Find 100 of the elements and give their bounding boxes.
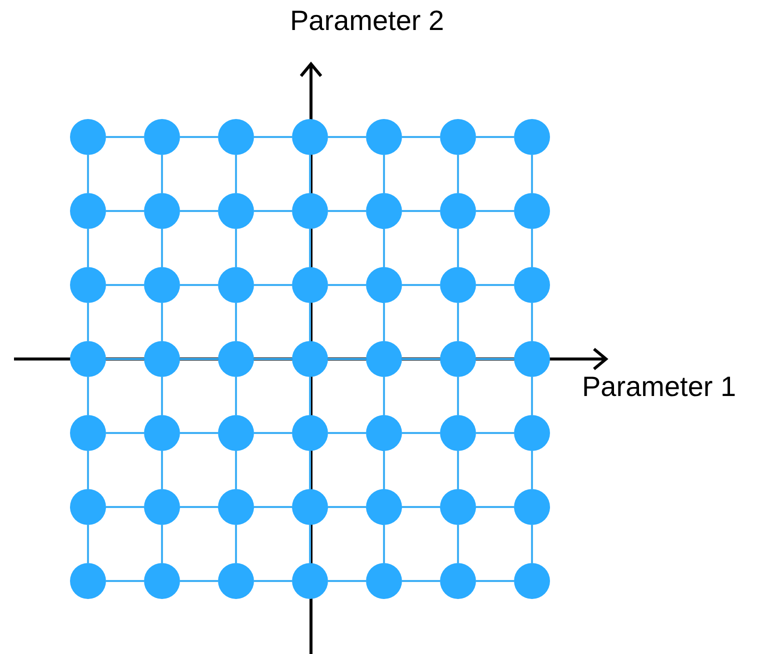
grid-line <box>254 432 292 434</box>
grid-point-circle <box>144 563 180 599</box>
grid-line <box>328 580 366 582</box>
grid-line <box>328 136 366 138</box>
grid-line <box>328 210 366 212</box>
grid-line <box>106 432 144 434</box>
grid-point-circle <box>366 193 402 229</box>
grid-point-circle <box>218 193 254 229</box>
grid-point-circle <box>292 415 328 451</box>
grid-point-circle <box>514 193 550 229</box>
grid-line <box>309 229 311 267</box>
grid-point-circle <box>514 415 550 451</box>
grid-line <box>457 451 459 489</box>
grid-line <box>402 432 440 434</box>
grid-point-circle <box>292 563 328 599</box>
grid-point-circle <box>218 563 254 599</box>
grid-line <box>161 303 163 341</box>
grid-point-circle <box>292 193 328 229</box>
grid-point-circle <box>440 119 476 155</box>
grid-point-circle <box>218 489 254 525</box>
grid-line <box>402 580 440 582</box>
grid-line <box>87 377 89 415</box>
grid-line <box>180 284 218 286</box>
grid-point-circle <box>218 267 254 303</box>
grid-point-circle <box>218 341 254 377</box>
grid-line <box>235 451 237 489</box>
grid-line <box>254 210 292 212</box>
grid-line <box>180 358 218 360</box>
grid-point-circle <box>366 119 402 155</box>
grid-line <box>161 155 163 193</box>
grid-point-circle <box>440 489 476 525</box>
grid-line <box>457 525 459 563</box>
axis-label: Parameter 2 <box>290 4 444 38</box>
grid-line <box>531 303 533 341</box>
grid-line <box>235 377 237 415</box>
grid-line <box>383 451 385 489</box>
grid-line <box>180 210 218 212</box>
grid-line <box>87 229 89 267</box>
grid-line <box>87 451 89 489</box>
grid-point-circle <box>70 563 106 599</box>
grid-point-circle <box>144 193 180 229</box>
grid-line <box>87 525 89 563</box>
grid-line <box>309 451 311 489</box>
grid-point-circle <box>366 489 402 525</box>
grid-point-circle <box>366 267 402 303</box>
grid-line <box>383 303 385 341</box>
grid-point-circle <box>514 563 550 599</box>
grid-line <box>402 210 440 212</box>
grid-point-circle <box>70 415 106 451</box>
grid-line <box>457 377 459 415</box>
grid-line <box>180 506 218 508</box>
grid-point-circle <box>292 119 328 155</box>
grid-line <box>402 136 440 138</box>
grid-line <box>180 580 218 582</box>
grid-point-circle <box>70 119 106 155</box>
grid-line <box>106 506 144 508</box>
grid-line <box>402 506 440 508</box>
grid-line <box>476 506 514 508</box>
grid-point-circle <box>144 119 180 155</box>
grid-point-circle <box>514 341 550 377</box>
grid-line <box>457 229 459 267</box>
grid-point-circle <box>440 267 476 303</box>
grid-point-circle <box>292 489 328 525</box>
grid-line <box>531 229 533 267</box>
grid-line <box>531 525 533 563</box>
grid-line <box>254 284 292 286</box>
grid-line <box>161 229 163 267</box>
grid-line <box>309 525 311 563</box>
grid-line <box>457 303 459 341</box>
grid-line <box>476 580 514 582</box>
grid-point-circle <box>440 193 476 229</box>
grid-line <box>476 432 514 434</box>
grid-line <box>309 303 311 341</box>
grid-line <box>476 358 514 360</box>
grid-point-circle <box>70 489 106 525</box>
grid-line <box>87 303 89 341</box>
grid-line <box>235 525 237 563</box>
grid-point-circle <box>292 341 328 377</box>
grid-point-circle <box>218 415 254 451</box>
grid-line <box>235 229 237 267</box>
grid-line <box>254 136 292 138</box>
grid-point-circle <box>144 415 180 451</box>
grid-point-circle <box>218 119 254 155</box>
grid-line <box>180 136 218 138</box>
grid-point-circle <box>440 563 476 599</box>
grid-point-circle <box>366 341 402 377</box>
grid-line <box>87 155 89 193</box>
axis-label: Parameter 1 <box>582 370 736 404</box>
grid-line <box>531 451 533 489</box>
grid-line <box>402 358 440 360</box>
grid-line <box>383 229 385 267</box>
grid-point-circle <box>144 341 180 377</box>
grid-line <box>402 284 440 286</box>
grid-point-circle <box>440 415 476 451</box>
grid-line <box>457 155 459 193</box>
grid-point-circle <box>366 415 402 451</box>
grid-line <box>383 525 385 563</box>
grid-point-circle <box>292 267 328 303</box>
grid-line <box>254 506 292 508</box>
grid-line <box>106 284 144 286</box>
